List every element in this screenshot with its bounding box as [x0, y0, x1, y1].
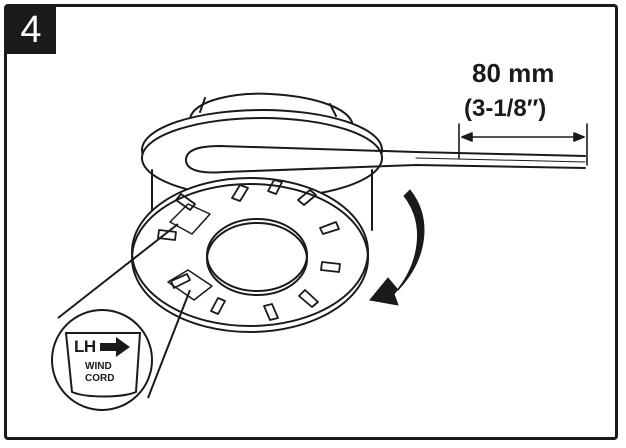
badge-line-1: WIND — [85, 361, 112, 372]
trimmer-line — [185, 145, 586, 174]
dimension-imperial: (3-1/8″) — [464, 95, 547, 122]
flange-label-top — [169, 203, 211, 235]
badge-direction-label: LH — [74, 337, 96, 356]
dimension-metric: 80 mm — [472, 58, 555, 88]
dimension-line — [458, 123, 588, 166]
step-number-badge: 4 — [6, 6, 56, 54]
wind-cord-badge — [64, 332, 142, 398]
flange-label-bottom — [167, 269, 213, 301]
spool-center-hole — [206, 218, 308, 292]
badge-line-2: CORD — [85, 373, 115, 384]
wind-direction-arrow-icon — [100, 337, 130, 357]
rotation-arrow-icon — [369, 189, 425, 306]
zoom-circle — [51, 309, 153, 411]
